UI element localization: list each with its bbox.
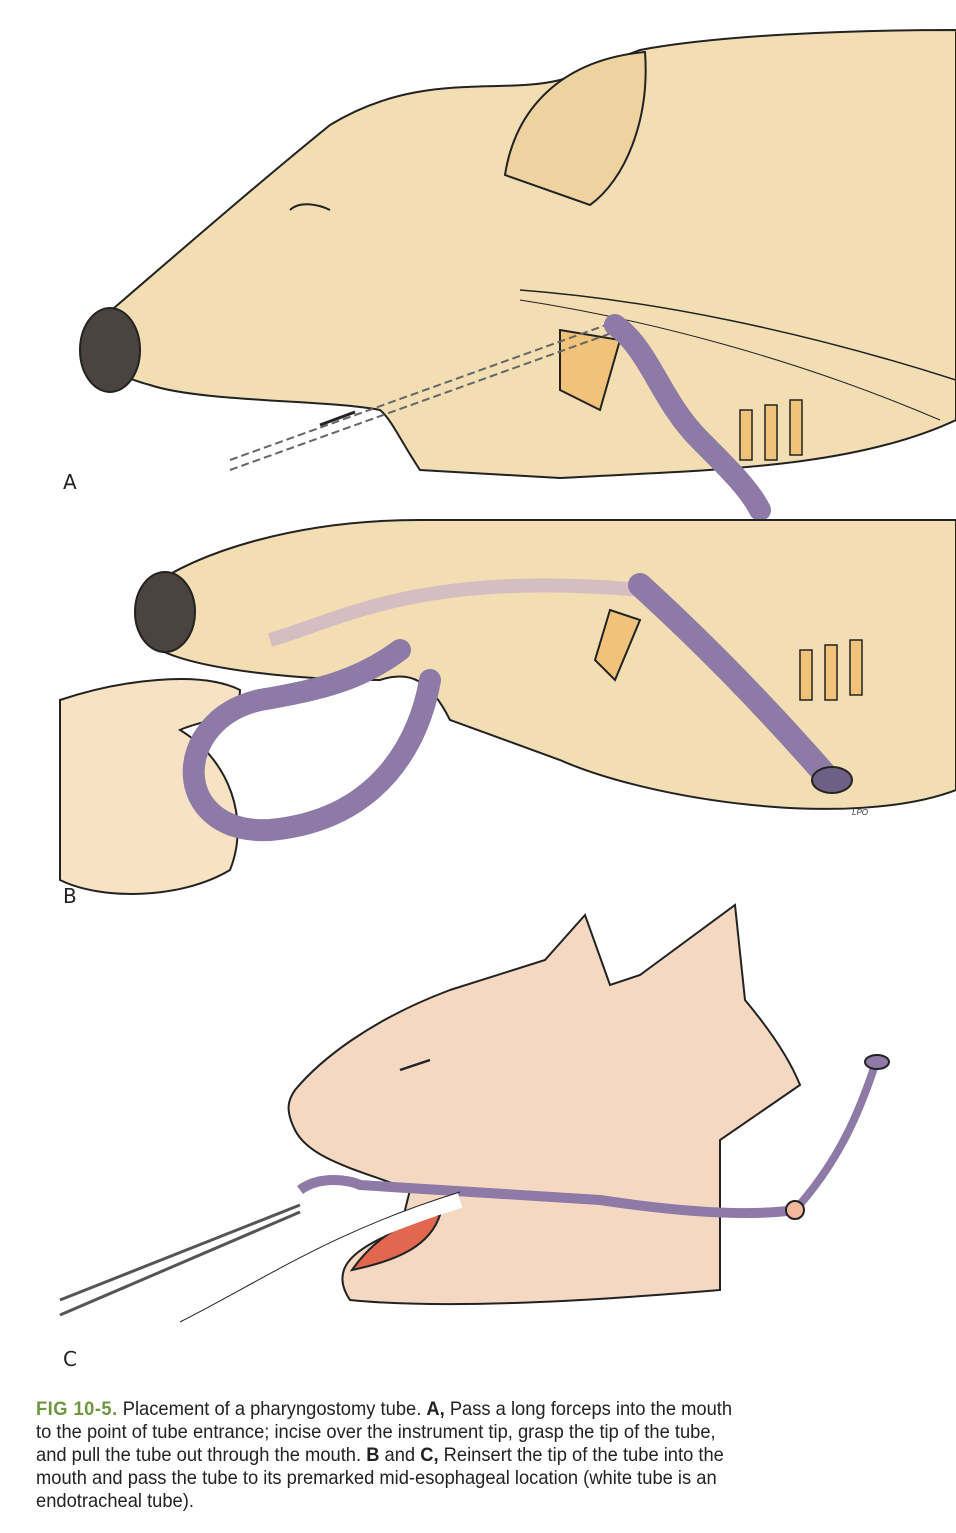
panel-label-b: B <box>63 884 77 908</box>
caption-text: Pass a long forceps into the mouth <box>444 1398 733 1420</box>
caption-bold-b: B <box>366 1444 380 1466</box>
figure-caption: FIG 10-5. Placement of a pharyngostomy t… <box>36 1398 882 1513</box>
tube-b <box>628 573 842 792</box>
pharyngostomy-illustration <box>59 28 956 1338</box>
endotracheal-tube <box>176 1192 463 1338</box>
caption-text: Reinsert the tip of the tube into the <box>438 1444 724 1466</box>
tube-a <box>604 314 771 521</box>
panel-c-cat-illustration <box>59 903 890 1338</box>
artist-signature: LPO <box>852 808 869 817</box>
caption-line: and pull the tube out through the mouth.… <box>36 1444 882 1467</box>
caption-line: endotracheal tube). <box>36 1490 194 1512</box>
dog-nose-b <box>134 571 196 653</box>
forceps <box>59 1203 301 1317</box>
caption-line: FIG 10-5. Placement of a pharyngostomy t… <box>36 1398 882 1421</box>
caption-text: Placement of a pharyngostomy tube. <box>117 1398 427 1420</box>
figure-label: FIG 10-5. <box>36 1398 118 1420</box>
caption-bold-a: A, <box>426 1398 445 1420</box>
cat-tube <box>297 1175 796 1218</box>
caption-bold-c: C, <box>420 1444 439 1466</box>
panel-b-dog-illustration <box>59 519 956 895</box>
dog-head-a <box>91 28 956 480</box>
tube-b-loop <box>182 639 441 842</box>
cat-head <box>287 903 802 1306</box>
caption-text: and pull the tube out through the mouth. <box>36 1444 367 1466</box>
caption-text: and <box>379 1444 421 1466</box>
caption-line: mouth and pass the tube to its premarked… <box>36 1467 717 1489</box>
dog-nose-a <box>79 307 141 393</box>
dog-head-b <box>134 519 956 810</box>
panel-label-a: A <box>63 470 77 494</box>
panel-a-dog-illustration <box>79 28 956 521</box>
dog-ear-a <box>503 50 647 207</box>
panel-label-c: C <box>63 1347 77 1371</box>
caption-line: to the point of tube entrance; incise ov… <box>36 1421 716 1443</box>
